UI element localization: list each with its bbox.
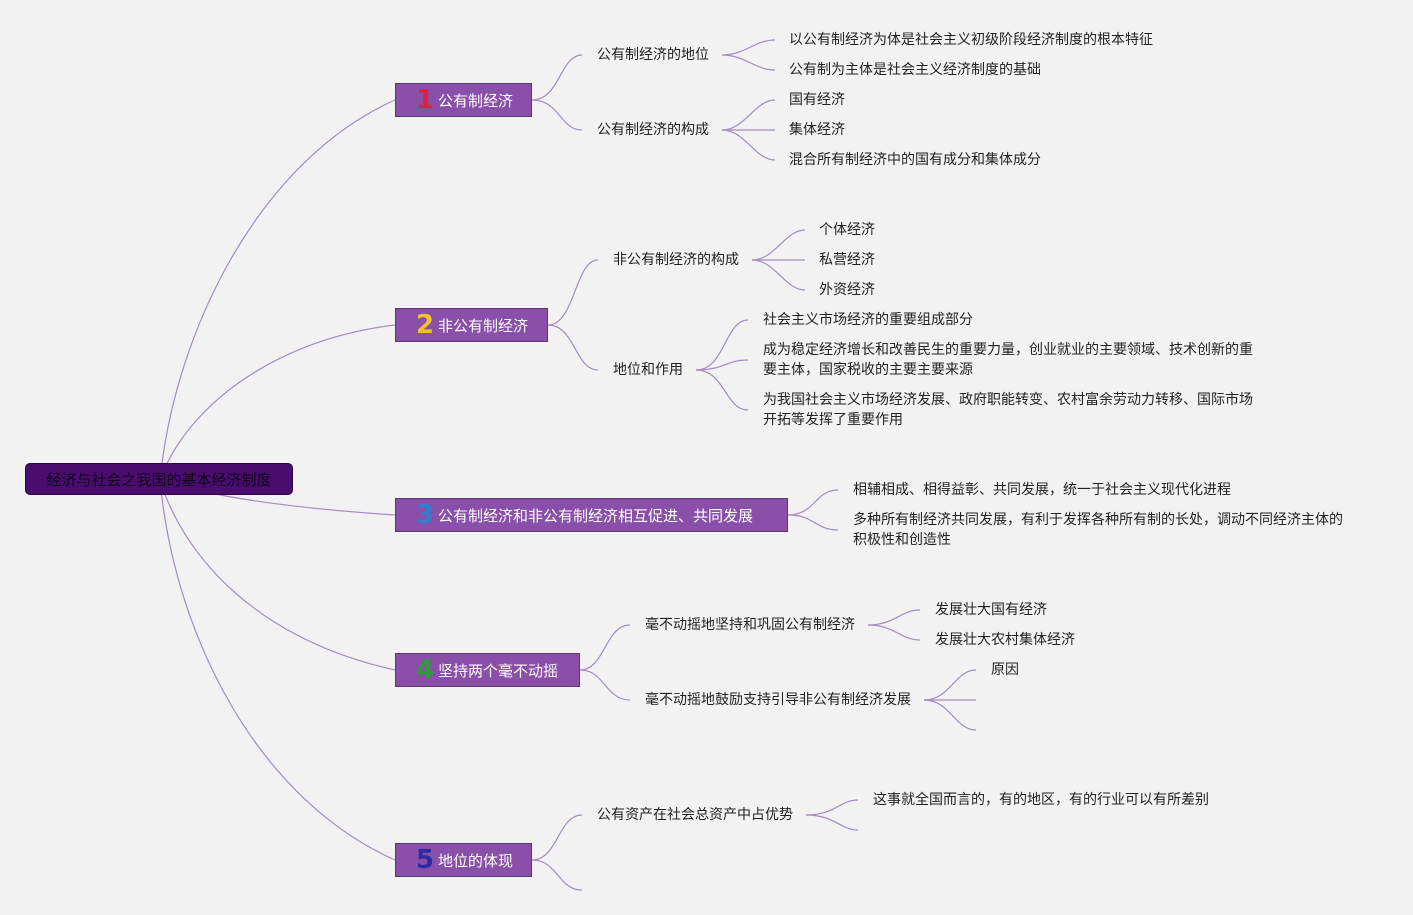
subtopic-5-1[interactable]: 公有资产在社会总资产中占优势 [597,807,793,823]
subtopic-3-2[interactable]: 多种所有制经济共同发展，有利于发挥各种所有制的长处，调动不同经济主体的积极性和创… [853,512,1343,548]
subtopic-4-2[interactable]: 毫不动摇地鼓励支持引导非公有制经济发展 [645,692,911,708]
branch-label-1: 公有制经济 [438,91,514,110]
subtopic-2-1[interactable]: 非公有制经济的构成 [613,252,739,268]
branch-topic-1[interactable]: 1 公有制经济 [395,83,532,117]
branch-topic-2[interactable]: 2 非公有制经济 [395,308,548,342]
root-label: 经济与社会之我国的基本经济制度 [46,470,272,489]
branch-topic-5[interactable]: 5 地位的体现 [395,843,532,877]
branch-label-5: 地位的体现 [438,851,514,870]
leaf-1-2-3[interactable]: 混合所有制经济中的国有成分和集体成分 [789,152,1041,168]
subtopic-1-2[interactable]: 公有制经济的构成 [597,122,709,138]
leaf-5-1-1[interactable]: 这事就全国而言的，有的地区，有的行业可以有所差别 [873,792,1209,808]
leaf-2-1-3[interactable]: 外资经济 [819,282,875,298]
branch-number-3: 3 [415,500,435,530]
branch-number-4: 4 [415,655,435,685]
leaf-4-1-2[interactable]: 发展壮大农村集体经济 [935,632,1075,648]
subtopic-4-1[interactable]: 毫不动摇地坚持和巩固公有制经济 [645,617,855,633]
branch-topic-3[interactable]: 3 公有制经济和非公有制经济相互促进、共同发展 [395,498,788,532]
subtopic-1-1[interactable]: 公有制经济的地位 [597,47,709,63]
leaf-1-1-2[interactable]: 公有制为主体是社会主义经济制度的基础 [789,62,1041,78]
leaf-4-2-1[interactable]: 原因 [991,662,1019,678]
leaf-2-2-2[interactable]: 成为稳定经济增长和改善民生的重要力量，创业就业的主要领域、技术创新的重要主体，国… [763,342,1253,378]
branch-label-4: 坚持两个毫不动摇 [438,661,559,680]
root-topic[interactable]: 经济与社会之我国的基本经济制度 [25,463,293,495]
branch-number-1: 1 [415,85,435,115]
leaf-2-2-1[interactable]: 社会主义市场经济的重要组成部分 [763,312,973,328]
leaf-1-1-1[interactable]: 以公有制经济为体是社会主义初级阶段经济制度的根本特征 [789,32,1153,48]
branch-number-5: 5 [415,845,435,875]
leaf-4-1-1[interactable]: 发展壮大国有经济 [935,602,1047,618]
subtopic-3-1[interactable]: 相辅相成、相得益彰、共同发展，统一于社会主义现代化进程 [853,482,1231,498]
leaf-2-1-1[interactable]: 个体经济 [819,222,875,238]
branch-label-3: 公有制经济和非公有制经济相互促进、共同发展 [438,506,754,525]
branch-number-2: 2 [415,310,435,340]
leaf-2-1-2[interactable]: 私营经济 [819,252,875,268]
branch-label-2: 非公有制经济 [438,316,529,335]
branch-topic-4[interactable]: 4 坚持两个毫不动摇 [395,653,580,687]
leaf-1-2-1[interactable]: 国有经济 [789,92,845,108]
leaf-1-2-2[interactable]: 集体经济 [789,122,845,138]
leaf-2-2-3[interactable]: 为我国社会主义市场经济发展、政府职能转变、农村富余劳动力转移、国际市场开拓等发挥… [763,392,1253,428]
subtopic-2-2[interactable]: 地位和作用 [613,362,683,378]
